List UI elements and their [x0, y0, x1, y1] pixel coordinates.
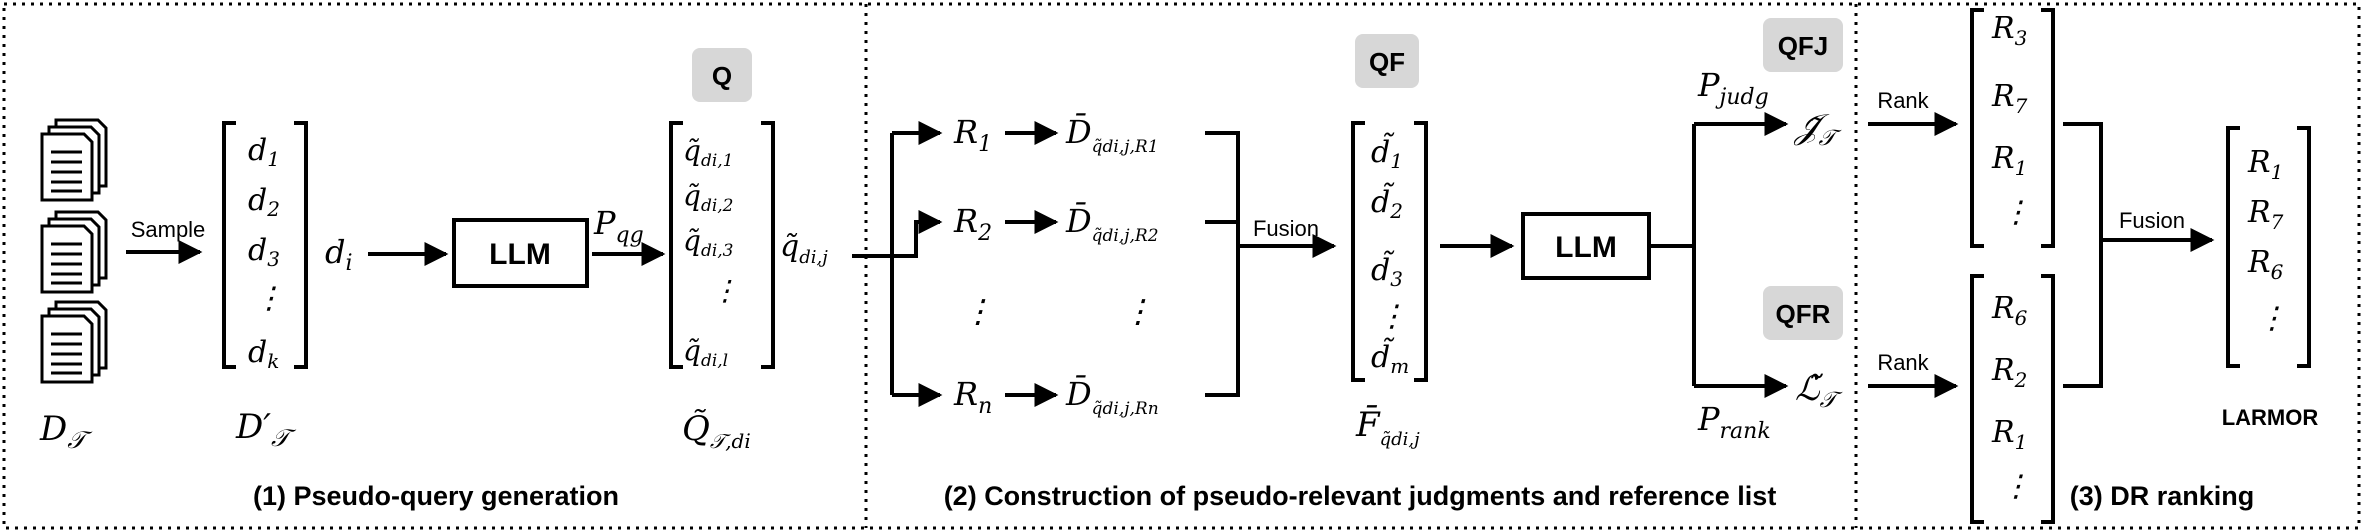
pseudo-query: q̃di,2 — [683, 179, 733, 216]
rank-label-top: Rank — [1877, 88, 1929, 113]
llm-output-connector — [1649, 112, 1789, 398]
label-d-t: D𝒯 — [39, 409, 93, 454]
final-ranking-item: R7 — [2247, 195, 2284, 234]
fused-doc: d̃2 — [1371, 182, 1403, 223]
larmor-label: LARMOR — [2222, 405, 2319, 430]
ranking-top-bracket — [1970, 8, 2055, 248]
section-1-title: (1) Pseudo-query generation — [253, 481, 619, 511]
ranking-bottom-bracket — [1970, 274, 2055, 524]
fused-doc: d̃3 — [1371, 250, 1403, 291]
retrieved-list: D̄q̃di,j,R2 — [1065, 202, 1159, 246]
ranking-top-item: R7 — [1991, 79, 2028, 118]
sampled-doc-ellipsis: ⋮ — [254, 281, 284, 316]
fanout-connector — [852, 121, 943, 407]
label-q-set: Q̃𝒯,di — [682, 409, 751, 453]
badge-qfr — [1763, 286, 1843, 340]
retriever: Rn — [953, 375, 992, 419]
ranking-top-item: R1 — [1991, 141, 2027, 180]
rank-label-bottom: Rank — [1877, 350, 1929, 375]
badge-qf — [1355, 34, 1419, 88]
section-3-title: (3) DR ranking — [2070, 481, 2255, 511]
badge-qf-label: QF — [1369, 47, 1405, 77]
retrieved-lists: D̄q̃di,j,R1 D̄q̃di,j,R2 ⋮ D̄q̃di,j,Rn — [1065, 113, 1159, 419]
final-ranking-item: R6 — [2247, 245, 2284, 284]
sample-label: Sample — [131, 217, 206, 242]
sampled-docs-list: d1 d2 d3 ⋮ dk — [248, 133, 284, 373]
document-stack-icons — [40, 118, 108, 384]
badge-qfj — [1763, 18, 1843, 72]
ranking-bottom-ellipsis: ⋮ — [2001, 469, 2031, 504]
doc-stack-icon — [40, 118, 108, 202]
final-ranking-list: R1 R7 R6 ⋮ — [2247, 145, 2287, 336]
ranking-top-item: R3 — [1991, 11, 2027, 50]
pseudo-query: q̃di,1 — [683, 134, 733, 171]
label-l-t: ℒ̃𝒯 — [1795, 369, 1844, 413]
sampled-doc: d2 — [248, 183, 280, 221]
label-d-prime: D′𝒯 — [235, 407, 297, 452]
retriever: R1 — [953, 113, 992, 157]
label-j-t: 𝒥̃𝒯 — [1793, 107, 1842, 151]
pseudo-query: q̃di,l — [683, 334, 728, 371]
retrievers: R1 R2 ⋮ Rn — [953, 113, 994, 419]
badge-qfj-label: QFJ — [1778, 31, 1829, 61]
final-ranking-bracket — [2226, 126, 2311, 368]
pseudo-queries-bracket — [669, 121, 775, 369]
fused-doc: d̃1 — [1371, 132, 1403, 173]
badge-qfr-label: QFR — [1776, 299, 1831, 329]
retrieved-list: D̄q̃di,j,Rn — [1065, 375, 1159, 419]
pseudo-queries-list: q̃di,1 q̃di,2 q̃di,3 ⋮ q̃di,l — [683, 134, 739, 371]
sampled-docs-bracket — [222, 121, 308, 369]
badge-q — [692, 48, 752, 102]
doc-stack-icon — [40, 300, 108, 384]
ranking-bottom-item: R6 — [1991, 291, 2028, 330]
llm-label-1: LLM — [489, 238, 551, 271]
final-ranking-item: R1 — [2247, 145, 2283, 184]
sampled-doc: d1 — [248, 133, 280, 171]
ranking-top-ellipsis: ⋮ — [2001, 195, 2031, 230]
ranking-bottom-item: R2 — [1991, 353, 2027, 392]
label-p-qg: Pqg — [593, 204, 644, 248]
fusion-label-2: Fusion — [2119, 208, 2185, 233]
fusion-connector — [1205, 131, 1337, 397]
retrieved-list-ellipsis: ⋮ — [1122, 292, 1154, 330]
label-d-i: di — [325, 233, 353, 276]
retriever-ellipsis: ⋮ — [962, 292, 994, 330]
ranking-bottom-item: R1 — [1991, 415, 2027, 454]
fused-doc: d̃m — [1371, 337, 1409, 378]
retrieved-list: D̄q̃di,j,R1 — [1065, 113, 1159, 157]
label-p-rank: Prank — [1697, 400, 1771, 444]
ranking-bottom-list: R6 R2 R1 ⋮ — [1991, 291, 2031, 504]
fused-docs-list: d̃1 d̃2 d̃3 ⋮ d̃m — [1371, 132, 1409, 378]
pseudo-query-ellipsis: ⋮ — [711, 274, 739, 307]
badge-q-label: Q — [712, 61, 732, 91]
section-2-title: (2) Construction of pseudo-relevant judg… — [944, 481, 1777, 511]
ranking-top-list: R3 R7 R1 ⋮ — [1991, 11, 2031, 230]
fused-docs-bracket — [1351, 121, 1428, 382]
pseudo-query: q̃di,3 — [683, 224, 733, 261]
sampled-doc: dk — [248, 335, 279, 373]
final-ranking-ellipsis: ⋮ — [2257, 301, 2287, 336]
final-fusion-connector — [2063, 122, 2215, 388]
label-q-dij: q̃di,j — [780, 229, 828, 268]
retriever-arrows — [1005, 121, 1059, 407]
label-f-bar: F̄q̃di,j — [1355, 404, 1420, 450]
doc-stack-icon — [40, 210, 108, 294]
fusion-label-1: Fusion — [1253, 216, 1319, 241]
label-p-judg: Pjudg — [1697, 66, 1769, 110]
fused-doc-ellipsis: ⋮ — [1377, 299, 1407, 334]
sampled-doc: d3 — [248, 233, 280, 271]
llm-label-2: LLM — [1555, 231, 1617, 264]
retriever: R2 — [953, 202, 992, 246]
llm-box-1 — [452, 218, 589, 288]
